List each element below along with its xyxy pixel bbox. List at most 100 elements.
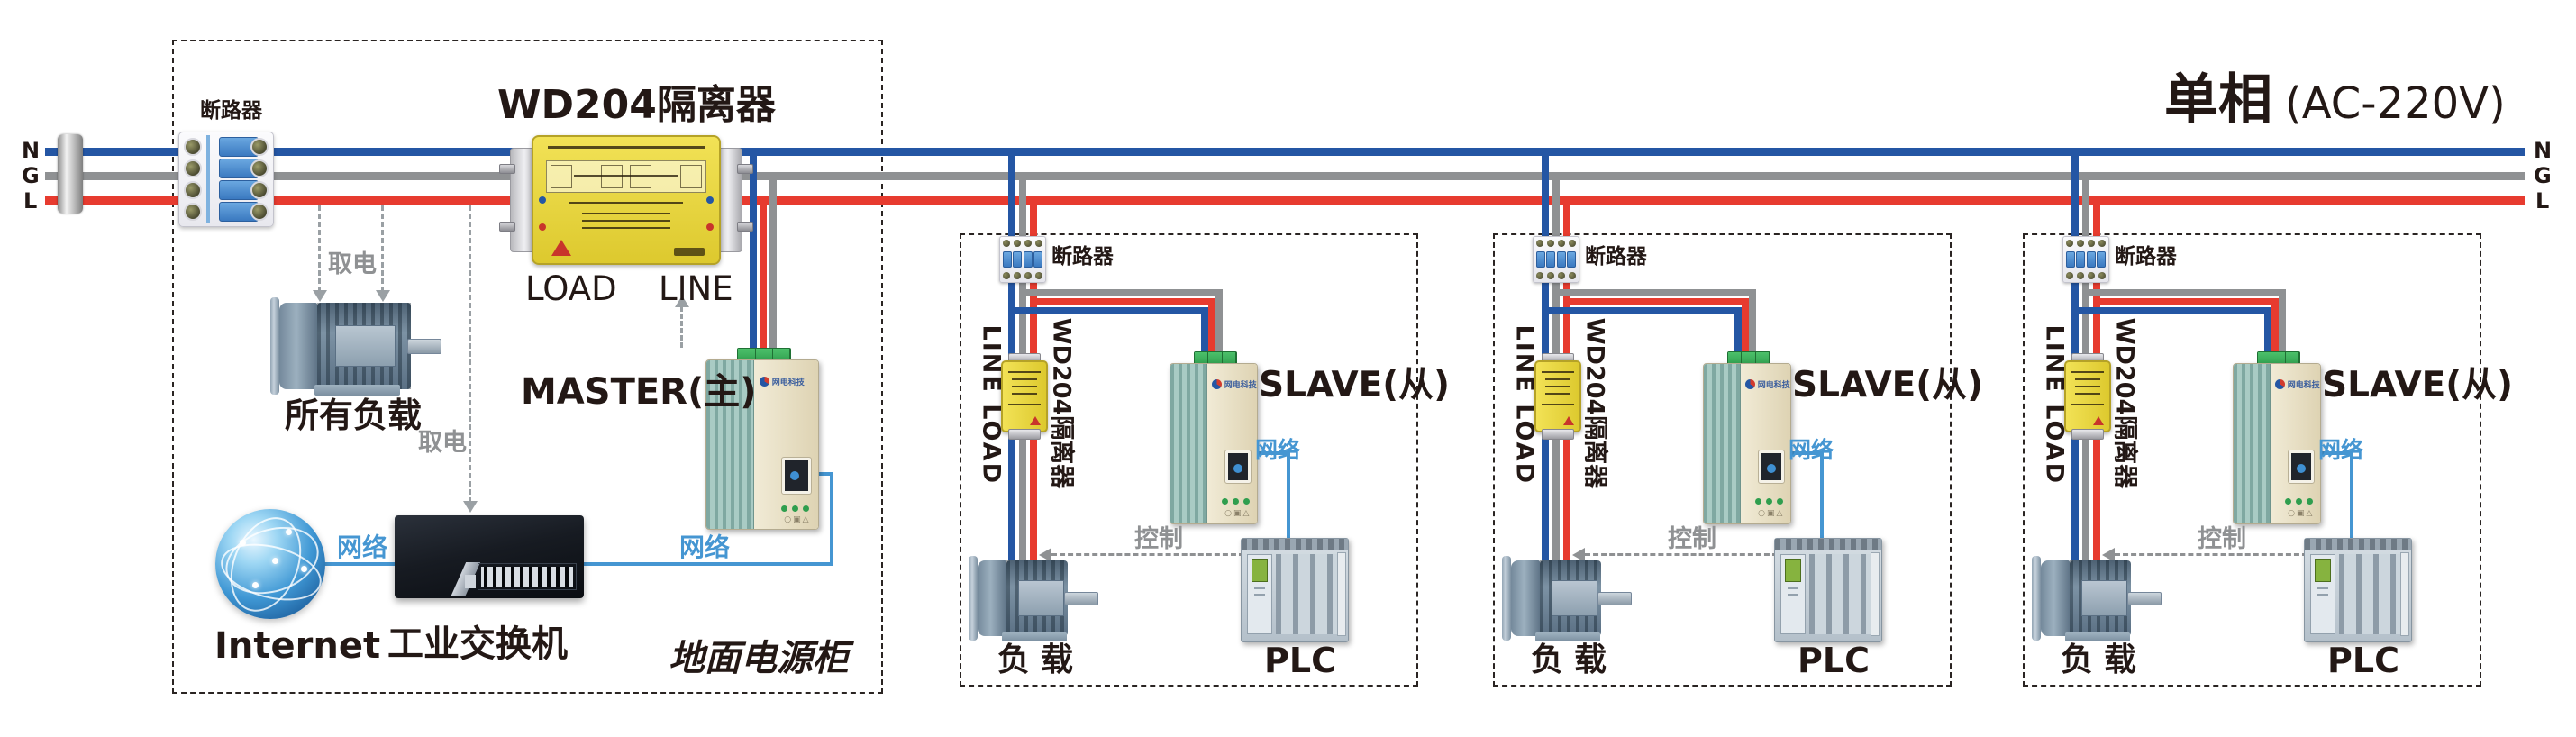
device-brand: 网电科技	[1211, 378, 1257, 390]
network-line	[2298, 451, 2353, 455]
network-label: 网络	[2318, 437, 2364, 463]
device-brand: 网电科技	[1744, 378, 1790, 390]
power-tap-label-bottom: 取电	[418, 429, 467, 457]
bus-line-n	[45, 148, 2525, 156]
slave-device-icon: 网电科技 ○▣△	[2233, 351, 2321, 524]
wd204-isolator-icon	[1534, 353, 1581, 440]
slave-section-box	[1493, 233, 1952, 687]
control-label: 控制	[1668, 525, 1716, 553]
branch-wire-l	[1208, 298, 1215, 353]
branch-breaker-icon	[2062, 236, 2109, 283]
device-brand: 网电科技	[2274, 378, 2320, 390]
branch-wire-g	[1749, 289, 1756, 353]
branch-wire-g	[1019, 289, 1223, 296]
ethernet-port-icon	[2288, 449, 2316, 484]
indicator-glyphs: ○▣△	[1224, 509, 1252, 519]
wd204-isolator-icon	[499, 135, 753, 265]
branch-wire-g	[1215, 289, 1223, 353]
switch-label: 工业交换机	[387, 623, 568, 665]
branch-wire-l	[1030, 298, 1215, 305]
control-arrow-icon	[2102, 548, 2115, 562]
branch-wire-n	[1201, 307, 1208, 353]
main-breaker-label: 断路器	[200, 99, 262, 123]
branch-wire-g	[2279, 289, 2286, 353]
master-label: MASTER(主)	[521, 371, 757, 413]
load-motor-icon	[969, 555, 1098, 641]
brand-logo-icon	[759, 376, 769, 387]
control-arrow-icon	[1572, 548, 1585, 562]
master-feed-wire-n	[750, 151, 757, 353]
bus-line-l	[45, 196, 2525, 205]
network-line	[1820, 451, 1824, 559]
master-feed-wire-l	[760, 200, 767, 353]
main-breaker-icon	[178, 132, 274, 227]
load-label: 负载	[2061, 641, 2148, 678]
network-line	[1234, 451, 1290, 455]
branch-breaker-label: 断路器	[1585, 245, 1647, 268]
cable-sleeve	[58, 134, 83, 214]
power-tap-arrow-icon	[313, 290, 327, 302]
plc-icon	[1774, 538, 1882, 642]
master-pointer-arrow-icon	[675, 296, 689, 307]
load-motor-icon	[1502, 555, 1632, 641]
slave-section: 断路器 LINE LOAD WD204隔离器	[960, 0, 1450, 737]
power-tap-dashes	[469, 205, 471, 503]
bus-label-g-right: G	[2534, 163, 2552, 188]
slave-device-icon: 网电科技 ○▣△	[1703, 351, 1791, 524]
branch-breaker-icon	[1533, 236, 1579, 283]
master-pointer-dashes	[680, 306, 683, 348]
isolator-label: WD204隔离器	[2110, 317, 2139, 489]
slave-section-box	[2023, 233, 2481, 687]
status-leds-icon	[1222, 497, 1251, 505]
brand-logo-icon	[1211, 378, 1222, 389]
ethernet-port-icon	[1758, 449, 1786, 484]
branch-breaker-icon	[999, 236, 1046, 283]
line-load-label: LINE LOAD	[977, 324, 1006, 485]
device-brand: 网电科技	[759, 376, 815, 387]
branch-wire-n	[1734, 307, 1742, 353]
isolator-label: WD204隔离器	[1047, 317, 1076, 489]
network-line	[830, 472, 833, 566]
network-line	[2350, 451, 2353, 559]
all-loads-motor-icon	[270, 297, 441, 396]
status-leds-icon	[2285, 497, 2314, 505]
power-tap-dashes	[381, 205, 384, 292]
slave-label: SLAVE(从)	[2322, 365, 2513, 405]
power-tap-arrow-icon	[376, 290, 390, 302]
indicator-glyphs: ○▣△	[1758, 509, 1785, 519]
control-label: 控制	[1134, 525, 1183, 553]
wd204-isolator-icon	[1001, 353, 1048, 440]
branch-wire-n	[2071, 307, 2271, 314]
network-label: 网络	[1789, 437, 1834, 463]
slave-label: SLAVE(从)	[1792, 365, 1983, 405]
control-label: 控制	[2198, 525, 2246, 553]
power-tap-arrow-icon	[463, 501, 478, 513]
line-load-label: LINE LOAD	[2040, 324, 2069, 485]
plc-icon	[2304, 538, 2412, 642]
load-label: 负载	[997, 641, 1085, 678]
isolator-title: WD204隔离器	[497, 82, 776, 128]
bus-label-l-right: L	[2535, 188, 2550, 214]
load-label: 负载	[1531, 641, 1618, 678]
power-tap-label-top: 取电	[328, 250, 377, 278]
plc-label: PLC	[2327, 641, 2399, 680]
branch-wire-n	[2264, 307, 2271, 353]
network-line	[1768, 451, 1824, 455]
network-label-internet: 网络	[337, 532, 388, 562]
control-arrow-icon	[1039, 548, 1051, 562]
status-leds-icon	[1755, 497, 1784, 505]
all-loads-label: 所有负载	[285, 396, 423, 435]
ethernet-port-icon	[1224, 449, 1252, 484]
branch-wire-l	[2093, 298, 2279, 305]
indicator-glyphs: ○▣△	[2288, 509, 2315, 519]
plc-label: PLC	[1264, 641, 1336, 680]
diagram-title: 单相 (AC-220V)	[2164, 56, 2506, 134]
brand-logo-icon	[2274, 378, 2285, 389]
industrial-switch-icon	[395, 515, 584, 598]
isolator-label: WD204隔离器	[1580, 317, 1609, 489]
slave-section-box	[960, 233, 1418, 687]
branch-wire-n	[1008, 307, 1208, 314]
bus-label-g-left: G	[22, 163, 40, 188]
title-sub: (AC-220V)	[2285, 78, 2506, 129]
load-motor-icon	[2032, 555, 2162, 641]
